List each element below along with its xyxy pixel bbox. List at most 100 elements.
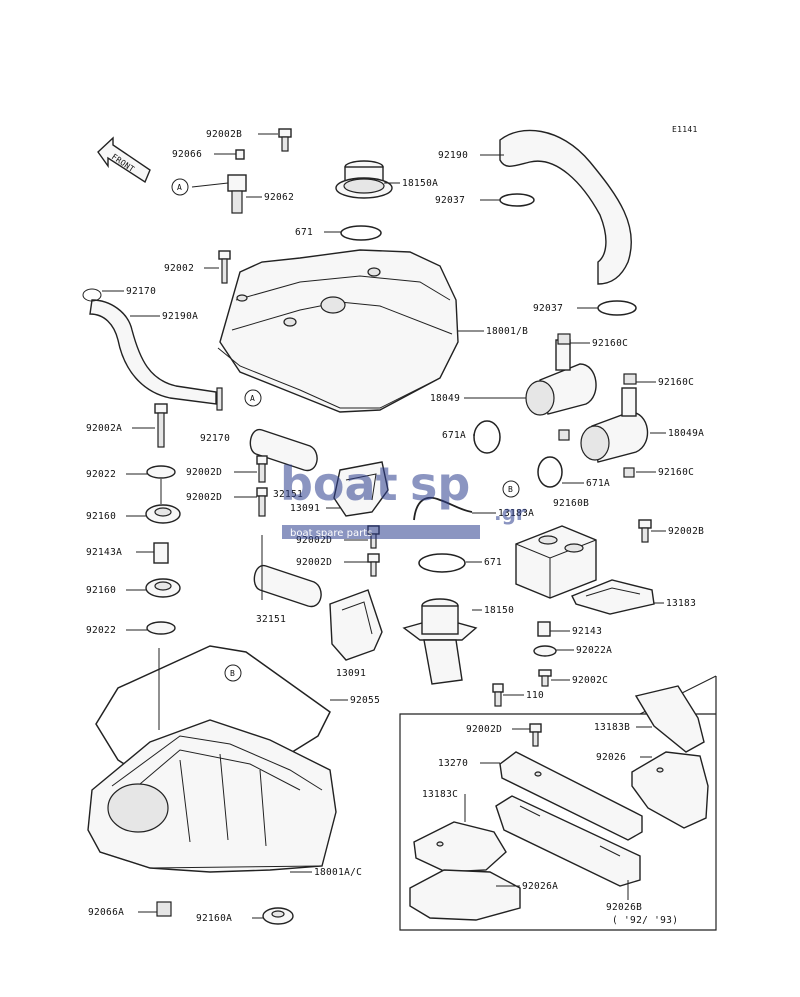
callout-label: 13183 xyxy=(666,598,696,609)
pad-92026 xyxy=(631,751,709,829)
callout-label: 18001/B xyxy=(486,326,528,337)
callout-label: 92170 xyxy=(126,286,156,297)
front-arrow-icon: FRONT xyxy=(97,136,151,184)
callout-label: 92002D xyxy=(186,467,222,478)
bracket-13091-a xyxy=(333,461,389,517)
callout-label: 92022 xyxy=(86,469,116,480)
ref-marker-b-1: B xyxy=(502,480,520,498)
cap-92066a xyxy=(156,901,172,917)
watermark-brand-right: sp xyxy=(410,457,470,511)
callout-label: 13183B xyxy=(594,722,630,733)
bolt-92002a xyxy=(154,403,168,448)
callout-label: 13183A xyxy=(498,508,534,519)
callout-label: 671 xyxy=(295,227,313,238)
collar-92143 xyxy=(537,621,551,637)
callout-label: 92037 xyxy=(533,303,563,314)
callout-labels: 92002B 92066 92062 18150A 671 92190 9203… xyxy=(86,129,704,926)
bolt-92002b-top xyxy=(278,128,292,152)
bolt-110 xyxy=(492,683,504,707)
plate-13270 xyxy=(499,751,643,841)
lower-case-18001ac xyxy=(87,719,337,873)
damper-92160-b xyxy=(145,578,181,598)
cap-92160c-1 xyxy=(557,333,571,345)
cap-92066 xyxy=(235,149,245,160)
callout-label: 671A xyxy=(442,430,466,441)
callout-label: 92190 xyxy=(438,150,468,161)
ref-marker-b-2: B xyxy=(224,664,242,682)
callout-label: 18001A/C xyxy=(314,867,362,878)
period-note: ( '92/ '93) xyxy=(612,915,678,926)
callout-label: 92160B xyxy=(553,498,589,509)
callout-label: 92160 xyxy=(86,511,116,522)
callout-label: 13091 xyxy=(290,503,320,514)
callout-label: 92066A xyxy=(88,907,124,918)
callout-label: 92002 xyxy=(164,263,194,274)
watermark-logo: boat sp .gr boat spare parts xyxy=(280,457,526,539)
callout-label: 92026B xyxy=(606,902,642,913)
callout-label: 18150A xyxy=(402,178,438,189)
hose-92190 xyxy=(499,129,633,285)
callout-label: 92037 xyxy=(435,195,465,206)
ref-marker-a-1: A xyxy=(171,178,189,196)
damper-92160 xyxy=(145,504,181,524)
washer-92022-b xyxy=(146,621,176,635)
bracket-13183 xyxy=(571,579,655,615)
damper-92160a xyxy=(262,907,294,925)
oring-671a-2 xyxy=(537,456,563,488)
callout-label: 92002C xyxy=(572,675,608,686)
callout-label: 92026 xyxy=(596,752,626,763)
ref-marker-a-2: A xyxy=(244,389,262,407)
bolt-92002 xyxy=(218,250,231,284)
elbow-18049a xyxy=(580,387,649,478)
washer-92022 xyxy=(146,465,176,479)
callout-label: 13091 xyxy=(336,668,366,679)
leader-lines xyxy=(102,133,666,919)
callout-label: 92026A xyxy=(522,881,558,892)
callout-label: 13270 xyxy=(438,758,468,769)
fitting-92062 xyxy=(191,174,247,214)
callout-label: 92002B xyxy=(668,526,704,537)
callout-label: 92143A xyxy=(86,547,122,558)
callout-label: 671A xyxy=(586,478,610,489)
oring-671a-1 xyxy=(473,420,501,454)
oring-671-lower xyxy=(418,553,466,573)
clamp-92037-a xyxy=(499,193,535,207)
watermark-suffix: .gr xyxy=(494,501,526,525)
svg-text:A: A xyxy=(177,183,182,192)
damper-block-92160b xyxy=(515,525,597,599)
upper-case-18001b xyxy=(217,249,459,413)
callout-label: 92190A xyxy=(162,311,198,322)
callout-label: 18049A xyxy=(668,428,704,439)
callout-label: 92002D xyxy=(296,557,332,568)
capacitor-32151-a xyxy=(249,429,318,472)
callout-label: 32151 xyxy=(273,489,303,500)
plate-13183b xyxy=(634,685,705,753)
callout-label: 92002D xyxy=(466,724,502,735)
callout-label: 32151 xyxy=(256,614,286,625)
lead-13183a xyxy=(413,496,473,521)
bolt-92002c xyxy=(538,669,552,687)
elbow-18150a xyxy=(335,160,393,199)
callout-label: 92055 xyxy=(350,695,380,706)
oring-671-top xyxy=(340,225,382,241)
pad-92026a xyxy=(409,869,521,921)
callout-label: 92022A xyxy=(576,645,612,656)
clamp-92170-a xyxy=(82,288,102,302)
pad-92026b xyxy=(495,795,641,887)
clamp-92170-b xyxy=(216,387,223,411)
callout-label: 92002D xyxy=(186,492,222,503)
capacitor-32151-b xyxy=(253,565,322,608)
watermark-tagline: boat spare parts xyxy=(290,528,372,539)
bolt-92002d-inset xyxy=(529,723,542,747)
callout-label: 92002D xyxy=(296,535,332,546)
hose-92190a xyxy=(89,299,217,405)
callout-label: 92002B xyxy=(206,129,242,140)
callout-label: 92066 xyxy=(172,149,202,160)
callout-label: 92062 xyxy=(264,192,294,203)
callout-label: 92170 xyxy=(200,433,230,444)
callout-label: 13183C xyxy=(422,789,458,800)
svg-text:B: B xyxy=(508,485,513,494)
plate-13183c xyxy=(413,821,507,873)
callout-label: 92022 xyxy=(86,625,116,636)
